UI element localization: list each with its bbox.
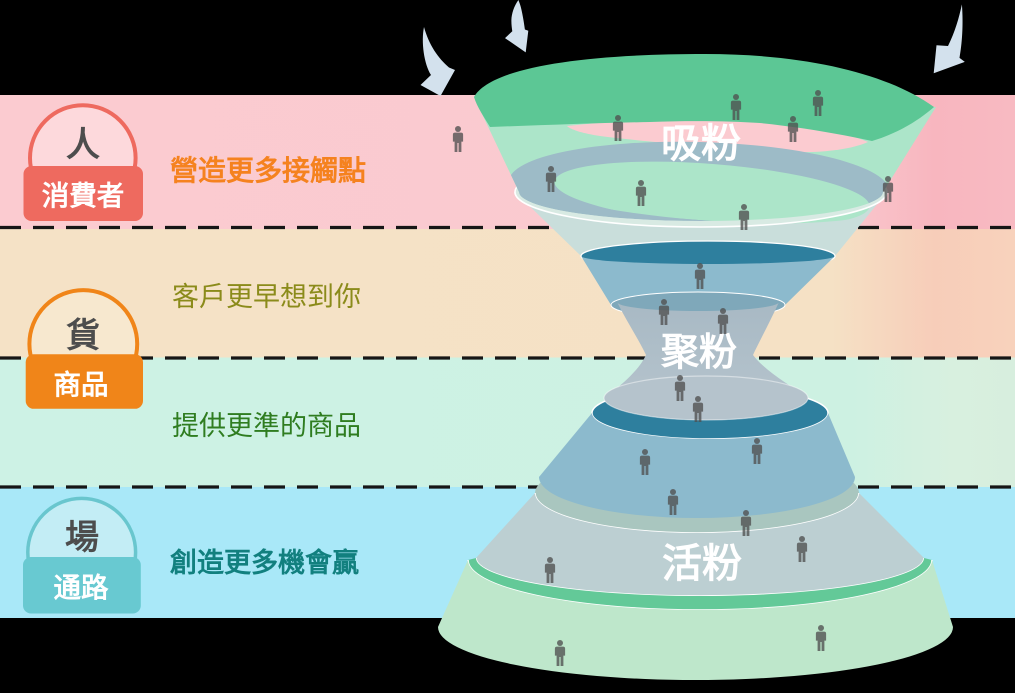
svg-text:提供更準的商品: 提供更準的商品 (172, 411, 361, 441)
svg-text:消費者: 消費者 (42, 180, 125, 211)
svg-text:場: 場 (65, 519, 99, 557)
svg-text:人: 人 (66, 126, 100, 164)
svg-text:創造更多機會贏: 創造更多機會贏 (170, 547, 359, 578)
svg-text:貨: 貨 (66, 317, 100, 355)
svg-text:吸粉: 吸粉 (661, 122, 741, 166)
svg-text:營造更多接觸點: 營造更多接觸點 (170, 155, 366, 186)
svg-text:商品: 商品 (54, 369, 109, 400)
svg-text:通路: 通路 (54, 572, 109, 603)
svg-text:客戶更早想到你: 客戶更早想到你 (172, 282, 361, 312)
svg-text:聚粉: 聚粉 (660, 332, 737, 374)
svg-text:活粉: 活粉 (662, 542, 742, 586)
